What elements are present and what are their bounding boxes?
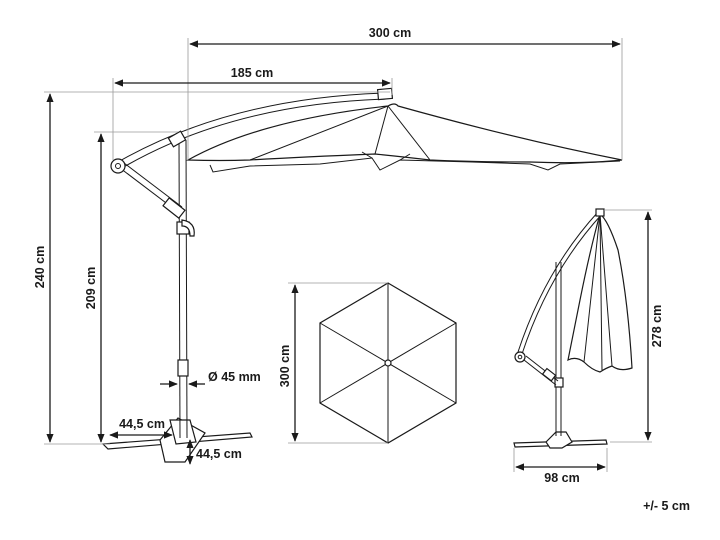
- dim-closed-base-width: 98 cm: [513, 448, 608, 485]
- side-view-open: [101, 87, 623, 463]
- pole-diameter-label: Ø 45 mm: [208, 370, 261, 384]
- top-view-width-label: 300 cm: [278, 345, 292, 387]
- dim-arm-reach: 185 cm: [112, 66, 393, 160]
- dim-canopy-width: 300 cm: [187, 26, 623, 160]
- dim-pole-diameter: Ø 45 mm: [160, 370, 261, 388]
- base-width-label: 44,5 cm: [196, 447, 242, 461]
- total-height-label: 240 cm: [33, 246, 47, 288]
- base-length-label: 44,5 cm: [119, 417, 165, 431]
- dim-top-view-width: 300 cm: [278, 282, 388, 444]
- pole: [176, 139, 190, 439]
- dim-base-width: 44,5 cm: [186, 439, 242, 465]
- pole-height-label: 209 cm: [84, 267, 98, 309]
- crank-handle: [181, 219, 195, 237]
- side-view-closed: [513, 208, 633, 449]
- umbrella-arm: [110, 87, 394, 174]
- base-cross: [101, 417, 253, 463]
- support-strut: [119, 162, 186, 219]
- dim-total-height: 240 cm: [33, 91, 390, 445]
- tolerance-note: +/- 5 cm: [643, 499, 690, 513]
- top-view-canopy: [319, 282, 457, 444]
- canopy-hub: [384, 359, 392, 367]
- dim-pole-height: 209 cm: [84, 131, 178, 443]
- arm-reach-label: 185 cm: [231, 66, 273, 80]
- canopy-width-label: 300 cm: [369, 26, 411, 40]
- closed-base-width-label: 98 cm: [544, 471, 579, 485]
- canopy: [185, 103, 623, 173]
- dim-closed-height: 278 cm: [604, 209, 664, 443]
- closed-height-label: 278 cm: [650, 305, 664, 347]
- dim-base-length: 44,5 cm: [109, 417, 173, 439]
